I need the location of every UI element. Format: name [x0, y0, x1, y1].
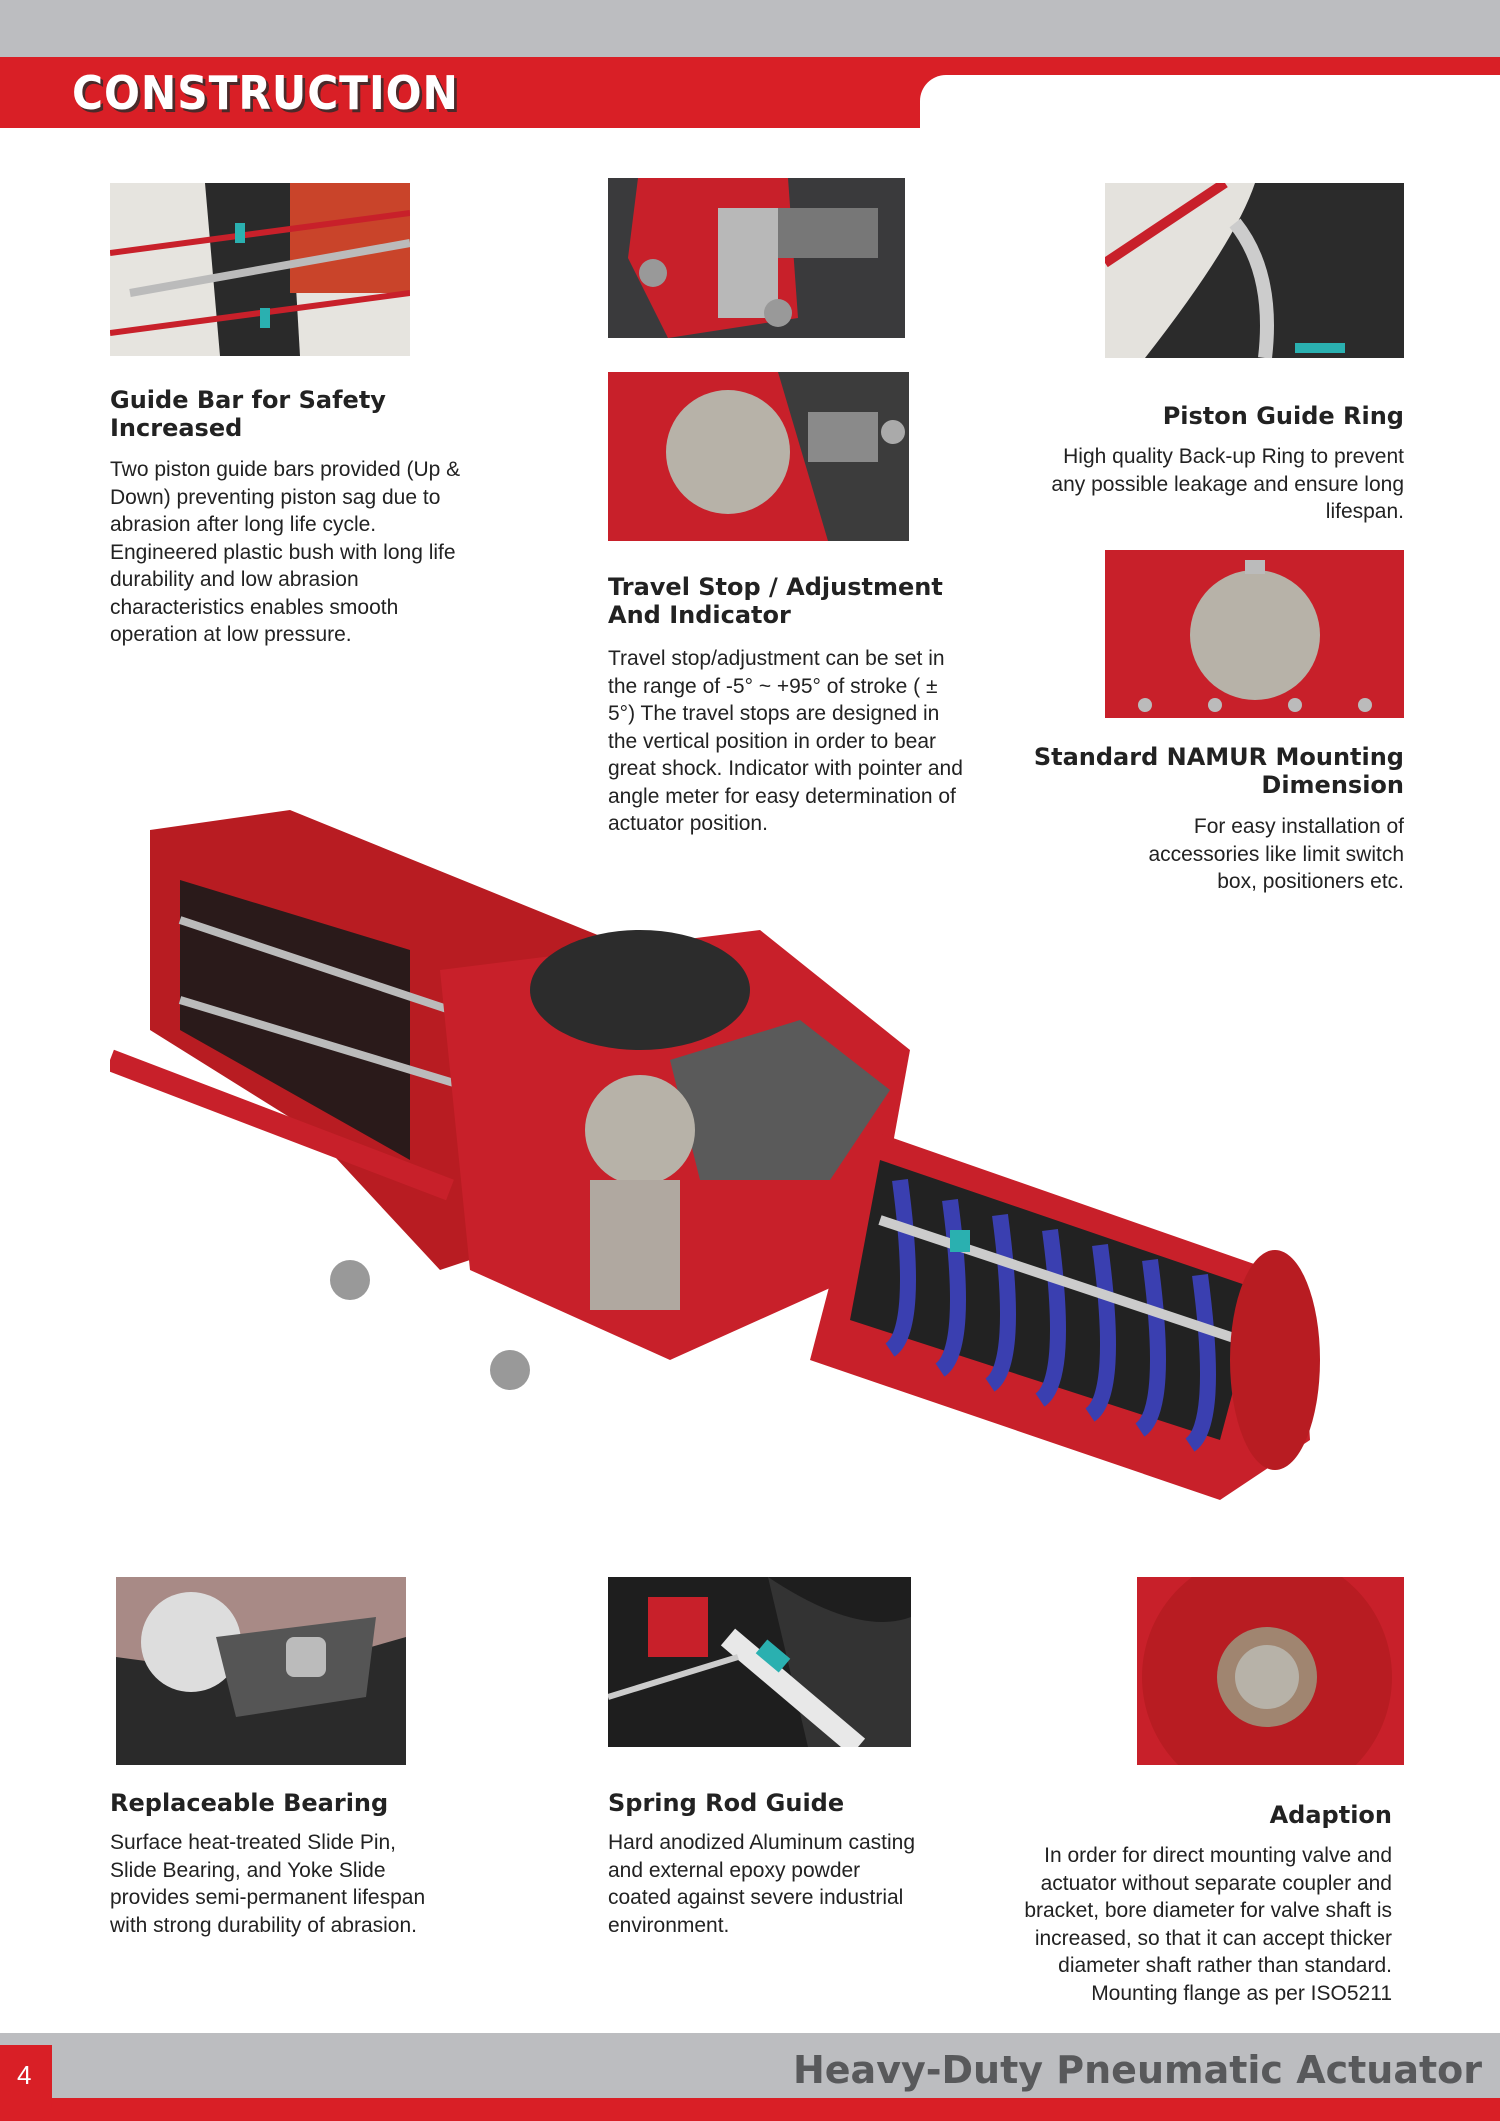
namur-mounting-photo: [1105, 550, 1404, 718]
section-title: Standard NAMUR Mounting Dimension: [1033, 743, 1404, 799]
spring-rod-guide-photo: [608, 1577, 911, 1747]
section-title: Guide Bar for Safety Increased: [110, 386, 386, 442]
footer-red-band: [0, 2098, 1500, 2121]
section-body: Hard anodized Aluminum casting and exter…: [608, 1831, 916, 1937]
header-gray-band: [0, 0, 1500, 57]
page-number-tab: [0, 2045, 52, 2121]
section-body: For easy installation of accessories lik…: [1148, 815, 1404, 893]
page-title: CONSTRUCTION: [72, 66, 459, 120]
section-body: Surface heat-treated Slide Pin, Slide Be…: [110, 1831, 426, 1937]
header-white-tab: [920, 75, 1500, 135]
adaption-photo: [1137, 1577, 1404, 1765]
page-number: 4: [17, 2060, 32, 2090]
section-title: Replaceable Bearing: [110, 1789, 389, 1817]
section-title: Travel Stop / Adjustment And Indicator: [608, 573, 943, 629]
actuator-cutaway-illustration: [110, 800, 1340, 1500]
section-title: Spring Rod Guide: [608, 1789, 845, 1817]
section-title: Piston Guide Ring: [1162, 402, 1404, 430]
replaceable-bearing-photo: [116, 1577, 406, 1765]
section-body: High quality Back-up Ring to prevent any…: [1051, 445, 1404, 523]
section-title: Adaption: [1269, 1801, 1392, 1829]
section-body: Two piston guide bars provided (Up & Dow…: [110, 458, 461, 646]
section-body: In order for direct mounting valve and a…: [1024, 1844, 1392, 2005]
section-body: Travel stop/adjustment can be set in the…: [608, 647, 963, 835]
travel-stop-photo-1: [608, 178, 905, 338]
footer-gray-band: [0, 2033, 1500, 2103]
travel-stop-photo-2: [608, 372, 909, 541]
guide-bar-photo: [110, 183, 410, 356]
footer-title: Heavy-Duty Pneumatic Actuator: [792, 2048, 1482, 2092]
piston-guide-ring-photo: [1105, 183, 1404, 358]
